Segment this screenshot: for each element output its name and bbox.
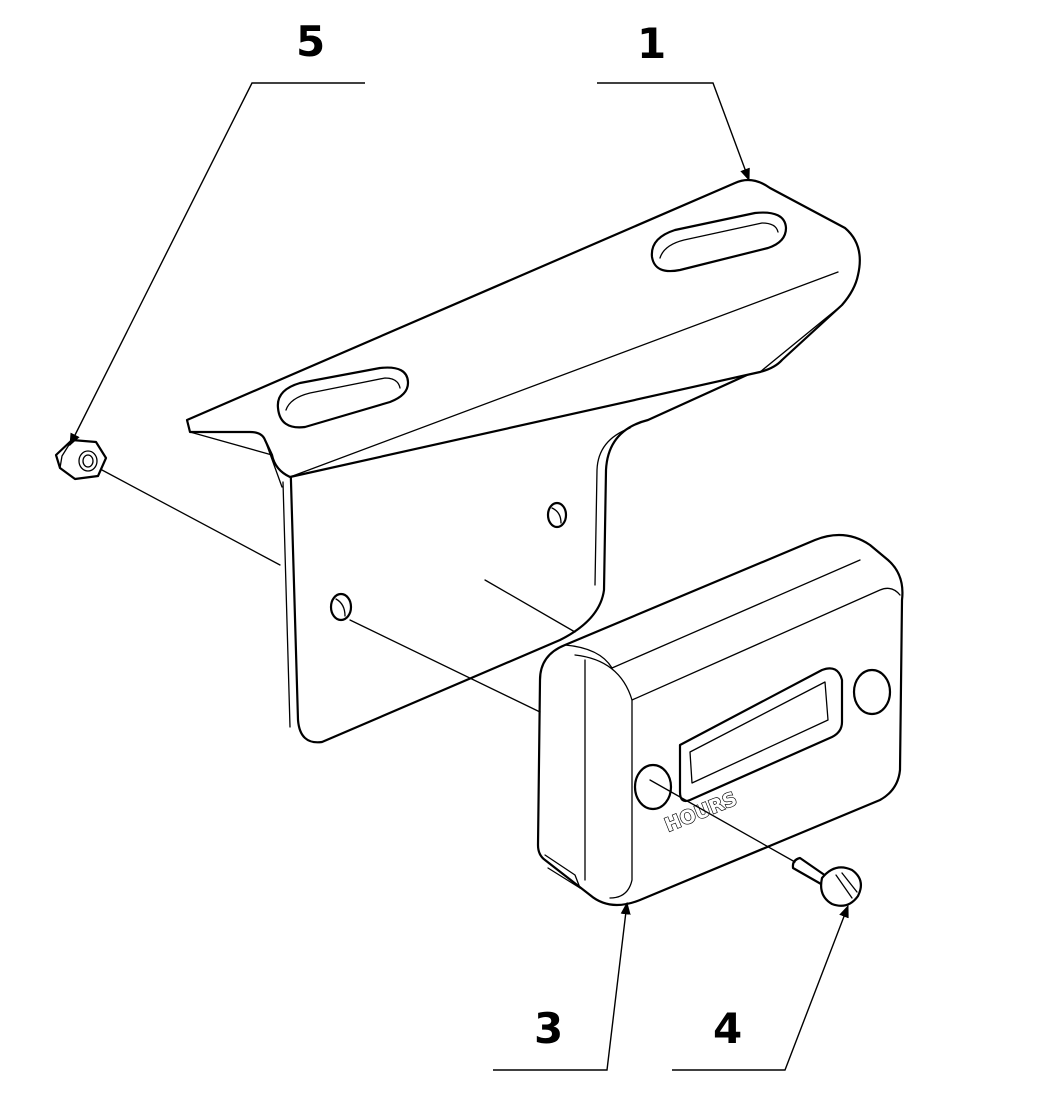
callout-number-1: 1 (637, 19, 666, 68)
leader-1 (597, 82, 750, 182)
callout-number-4: 4 (713, 1004, 742, 1053)
nut-part (54, 438, 108, 481)
callout-number-3: 3 (534, 1004, 563, 1053)
hour-meter-body (536, 533, 904, 907)
axis-hole-left-to-meter (349, 619, 541, 713)
leader-3 (493, 901, 631, 1071)
bracket-slot-front (276, 366, 410, 429)
assembly-axis-lines (101, 469, 796, 863)
bracket-hole-right (546, 501, 568, 529)
axis-meter-to-screw (649, 779, 796, 863)
leader-5 (69, 82, 365, 447)
leader-4 (672, 904, 849, 1071)
axis-nut-to-bracket (101, 469, 281, 566)
axis-hole-right-to-meter (484, 579, 576, 633)
bracket-vertical-plate (270, 358, 782, 744)
bracket-part (185, 178, 861, 744)
hour-meter-part: HOURS (536, 533, 904, 907)
hour-meter-hole-right (852, 668, 892, 716)
callout-number-5: 5 (296, 17, 325, 66)
bracket-slot-rear (650, 211, 788, 273)
bracket-hole-left (329, 592, 353, 622)
hour-meter-hole-left (633, 763, 673, 811)
callout-leaders (69, 82, 849, 1071)
hour-meter-display-window (678, 667, 844, 803)
screw-part (791, 856, 863, 907)
